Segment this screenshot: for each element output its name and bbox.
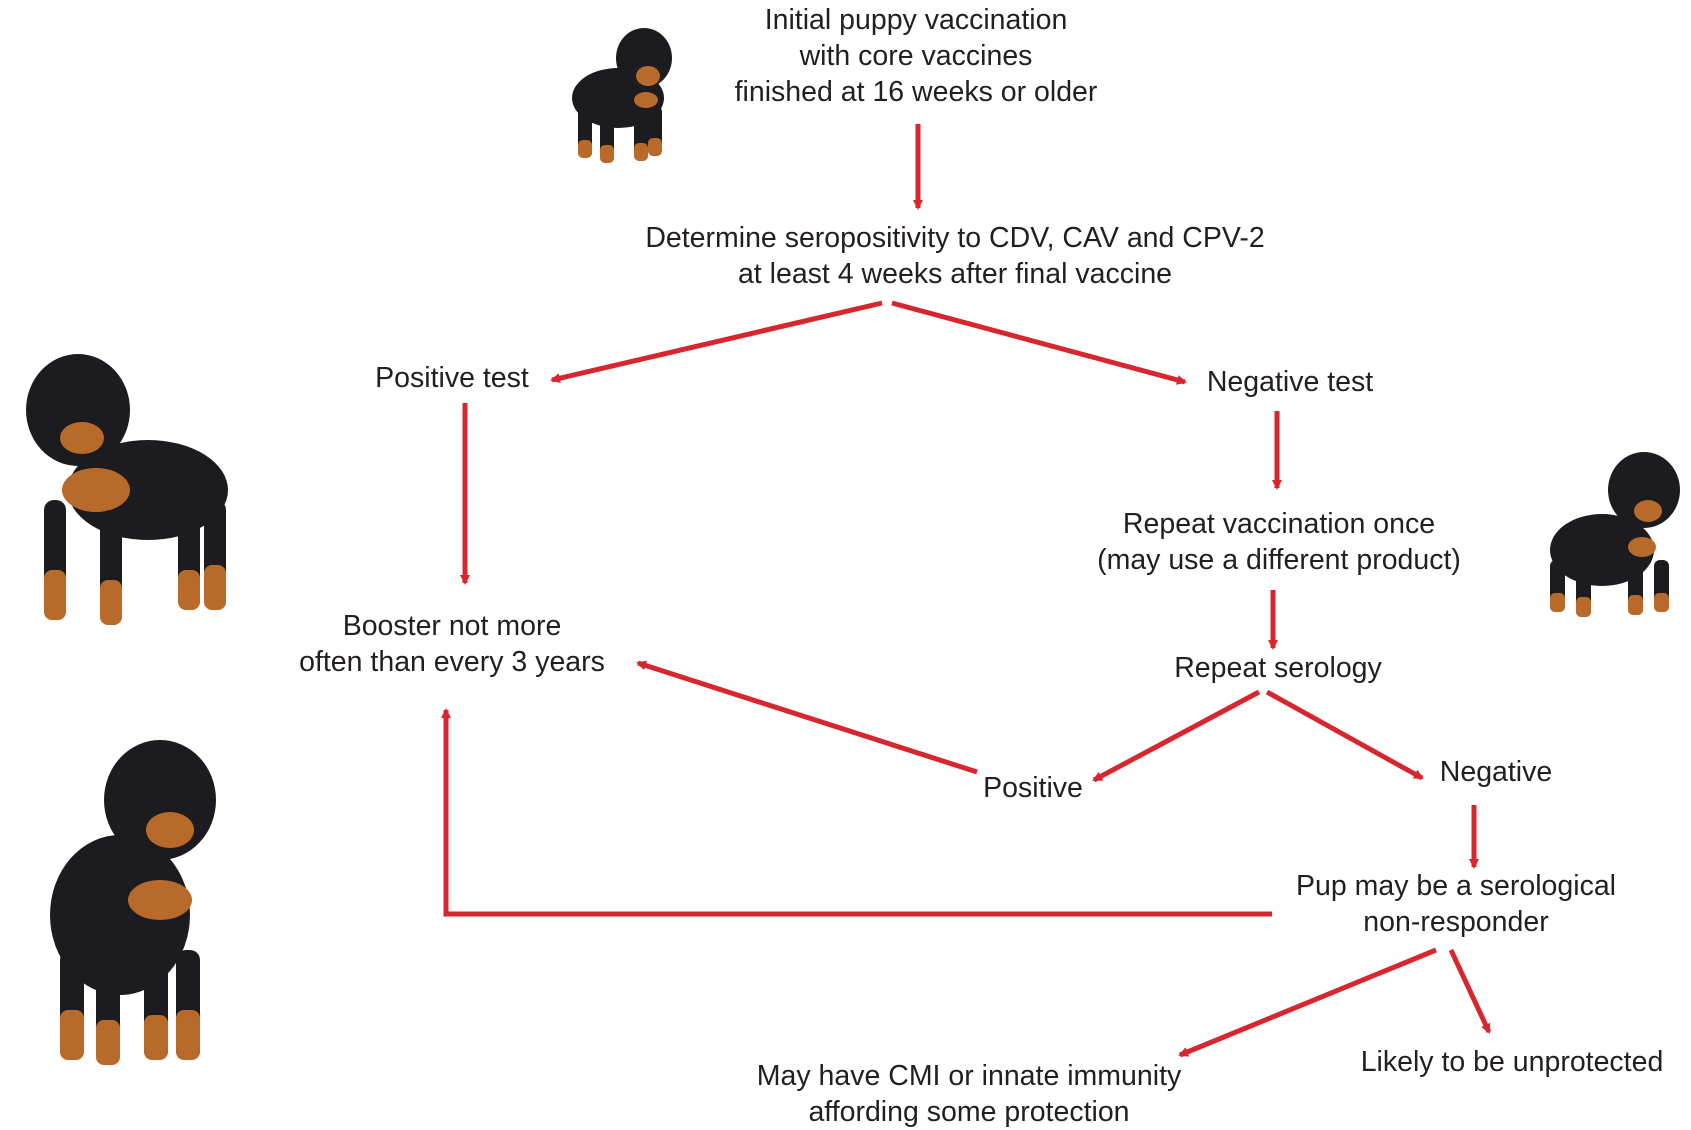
node-repeat-vaccination: Repeat vaccination once (may use a diffe…	[1097, 508, 1461, 576]
node-positive-test: Positive test	[375, 362, 529, 394]
node-booster: Booster not more often than every 3 year…	[299, 610, 605, 678]
node-negative-test: Negative test	[1206, 366, 1374, 398]
node-negative: Negative	[1439, 756, 1553, 788]
puppy-photo-right	[1550, 452, 1680, 617]
arrow-repeat-serology-to-negative	[1265, 689, 1424, 781]
arrow-non-responder-to-booster	[441, 708, 1272, 917]
node-unprotected: Likely to be unprotected	[1360, 1046, 1664, 1078]
node-repeat-serology: Repeat serology	[1174, 652, 1382, 684]
arrow-non-responder-to-unprotected	[1448, 948, 1492, 1034]
node-cmi-innate-immunity: May have CMI or innate immunity affordin…	[756, 1060, 1182, 1128]
node-initial-vaccination: Initial puppy vaccination with core vacc…	[734, 4, 1098, 108]
node-determine-seropositivity: Determine seropositivity to CDV, CAV and…	[645, 222, 1265, 290]
puppy-photo-top	[572, 28, 672, 163]
arrow-positive-to-booster	[636, 660, 978, 775]
node-positive: Positive	[983, 772, 1083, 804]
arrow-non-responder-to-cmi	[1178, 947, 1437, 1058]
arrow-determine-to-negative-test	[891, 300, 1187, 385]
node-non-responder: Pup may be a serological non-responder	[1295, 870, 1617, 938]
arrow-repeat-serology-to-positive	[1092, 689, 1261, 783]
arrow-determine-to-positive-test	[550, 300, 883, 384]
dog-photo-left-bottom	[50, 740, 216, 1065]
dog-photo-left-top	[26, 354, 228, 625]
